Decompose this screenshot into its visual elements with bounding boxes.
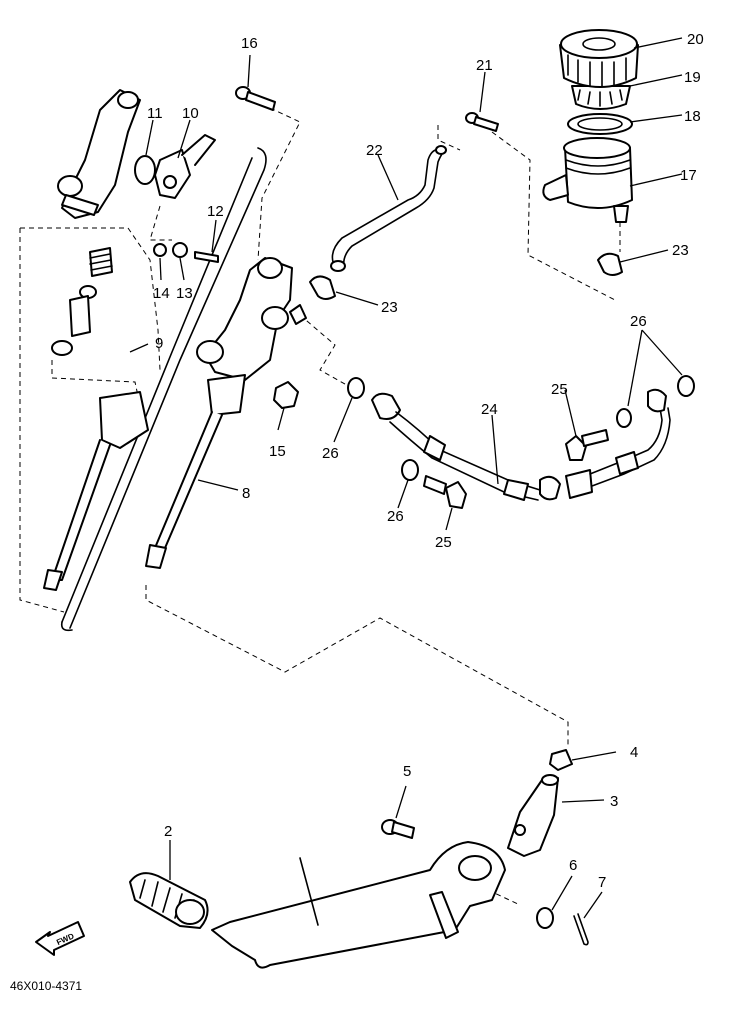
reservoir-hose-part-22 bbox=[330, 145, 447, 272]
callout-numbers: 2 3 4 5 6 7 8 9 10 11 12 13 14 15 16 17 … bbox=[147, 31, 704, 891]
master-cylinder-part-8 bbox=[145, 257, 307, 569]
banjo-bolt-part-25-b bbox=[423, 475, 467, 509]
locknut-part-4 bbox=[549, 749, 573, 771]
callout-5: 5 bbox=[403, 763, 411, 780]
callout-19: 19 bbox=[684, 69, 701, 86]
callout-12: 12 bbox=[207, 203, 224, 220]
callout-11: 11 bbox=[147, 105, 163, 122]
callout-22: 22 bbox=[366, 142, 383, 159]
assembly-guide-lines bbox=[19, 107, 621, 906]
pivot-bracket-part-10 bbox=[154, 134, 216, 199]
callout-25-a: 25 bbox=[551, 381, 568, 398]
reservoir-cap-part-20 bbox=[559, 29, 639, 88]
callout-24: 24 bbox=[481, 401, 498, 418]
washer-part-26-a bbox=[347, 377, 365, 399]
callout-6: 6 bbox=[569, 857, 577, 874]
banjo-bolt-part-25-a bbox=[565, 429, 609, 461]
reservoir-tank-part-17 bbox=[542, 137, 633, 223]
piston-assembly-part-9 bbox=[43, 247, 149, 591]
bolt-part-21 bbox=[465, 112, 499, 132]
callout-leader-lines bbox=[129, 37, 683, 919]
callout-4: 4 bbox=[630, 744, 638, 761]
callout-8: 8 bbox=[242, 485, 250, 502]
brake-pedal bbox=[211, 841, 506, 969]
pivot-bolt-part-5 bbox=[381, 819, 415, 839]
o-ring-part-11 bbox=[134, 155, 156, 185]
frame-bracket-lines bbox=[60, 147, 267, 632]
callout-17: 17 bbox=[680, 167, 697, 184]
nut-part-13 bbox=[172, 242, 188, 258]
callout-26-c: 26 bbox=[630, 313, 647, 330]
diaphragm-plate-part-18 bbox=[567, 113, 633, 135]
callout-2: 2 bbox=[164, 823, 172, 840]
callout-23-b: 23 bbox=[672, 242, 689, 259]
callout-23-a: 23 bbox=[381, 299, 398, 316]
callout-26-a: 26 bbox=[322, 445, 339, 462]
washer-part-26-c bbox=[616, 408, 632, 428]
callout-25-b: 25 bbox=[435, 534, 452, 551]
callout-18: 18 bbox=[684, 108, 701, 125]
bolt-part-16 bbox=[235, 86, 276, 111]
small-bolt-part-12 bbox=[194, 251, 219, 263]
forward-direction-arrow: FWD bbox=[35, 921, 85, 956]
brake-hose-part-24 bbox=[371, 388, 671, 501]
callout-20: 20 bbox=[687, 31, 704, 48]
nut-part-15 bbox=[273, 381, 299, 409]
washer-part-6 bbox=[536, 907, 554, 929]
hose-clamp-part-23-a bbox=[309, 275, 336, 300]
washer-part-26-d bbox=[677, 375, 695, 397]
callout-16: 16 bbox=[241, 35, 258, 52]
callout-13: 13 bbox=[176, 285, 193, 302]
washer-part-14 bbox=[153, 243, 167, 257]
hose-clamp-part-23-b bbox=[597, 252, 623, 276]
cotter-pin-part-7 bbox=[573, 913, 589, 946]
callout-14: 14 bbox=[153, 285, 170, 302]
pedal-rubber-part-2 bbox=[129, 872, 209, 929]
callout-7: 7 bbox=[598, 874, 606, 891]
washer-part-26-b bbox=[401, 459, 419, 481]
bracket-body bbox=[57, 89, 141, 219]
clevis-part-3 bbox=[507, 774, 559, 857]
callout-3: 3 bbox=[610, 793, 618, 810]
callout-26-b: 26 bbox=[387, 508, 404, 525]
diaphragm-part-19 bbox=[571, 85, 631, 110]
callout-21: 21 bbox=[476, 57, 493, 74]
callout-10: 10 bbox=[182, 105, 199, 122]
callout-15: 15 bbox=[269, 443, 286, 460]
callout-9: 9 bbox=[155, 335, 163, 352]
diagram-code: 46X010-4371 bbox=[10, 979, 82, 993]
